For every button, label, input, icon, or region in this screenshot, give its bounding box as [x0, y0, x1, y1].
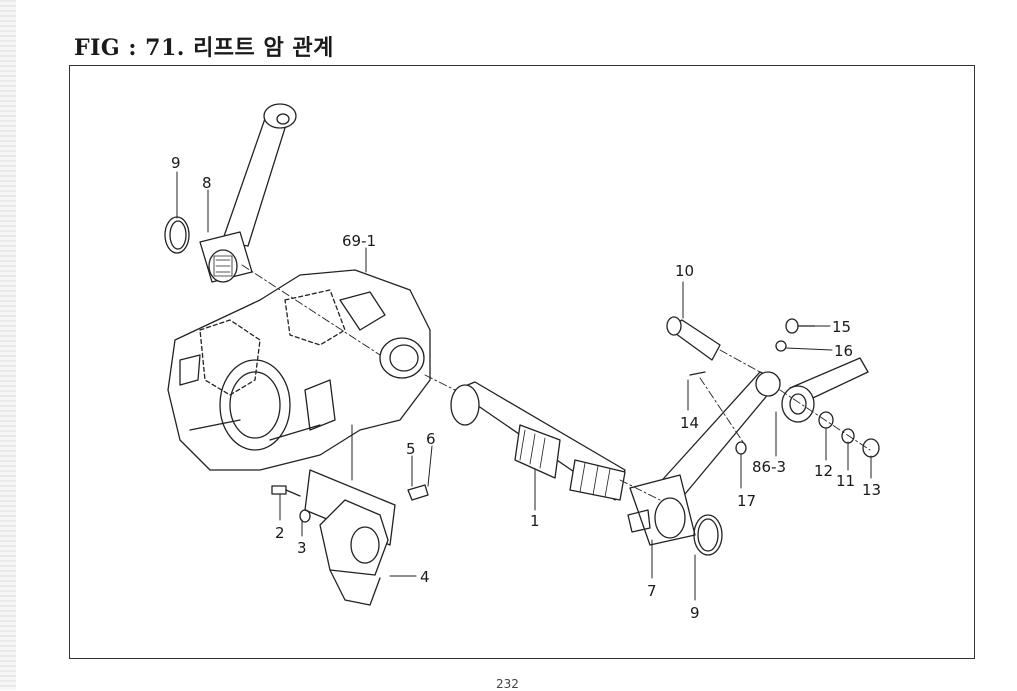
callout-15: 15 — [832, 318, 851, 336]
snap-ring-upper — [164, 216, 190, 254]
lift-housing — [167, 269, 431, 471]
part-17 — [735, 441, 747, 455]
bolt-15 — [785, 318, 816, 334]
pin-10 — [666, 316, 721, 361]
lift-shaft — [450, 381, 626, 501]
scan-edge — [0, 0, 16, 690]
nut-13 — [862, 438, 880, 458]
bolt-2 — [271, 485, 301, 497]
callout-10: 10 — [675, 262, 694, 280]
callout-5: 5 — [406, 440, 416, 458]
right-lift-arm — [627, 371, 781, 546]
callout-3: 3 — [297, 539, 307, 557]
snap-ring-lower — [693, 514, 723, 556]
callout-8: 8 — [202, 174, 212, 192]
nut-16 — [775, 340, 787, 352]
cotter-pin — [689, 371, 706, 376]
callout-7: 7 — [647, 582, 657, 600]
callout-2: 2 — [275, 524, 285, 542]
figure-title: FIG : 71. 리프트 암 관계 — [74, 35, 334, 61]
callout-9-lower: 9 — [690, 604, 700, 622]
callout-69-1: 69-1 — [342, 232, 376, 250]
mount-plate — [304, 469, 396, 546]
callout-12: 12 — [814, 462, 833, 480]
page-number: 232 — [496, 677, 519, 691]
callout-6: 6 — [426, 430, 436, 448]
washer-11 — [841, 428, 855, 444]
callout-86-3: 86-3 — [752, 458, 786, 476]
callout-17: 17 — [737, 492, 756, 510]
callout-9-upper: 9 — [171, 154, 181, 172]
callout-11: 11 — [836, 472, 855, 490]
callout-1: 1 — [530, 512, 540, 530]
washer-12 — [818, 411, 834, 429]
callout-13: 13 — [862, 481, 881, 499]
cylinder-arm — [319, 499, 389, 606]
fitting-5 — [407, 484, 429, 501]
upper-lift-arm — [199, 103, 297, 283]
callout-4: 4 — [420, 568, 430, 586]
callout-14: 14 — [680, 414, 699, 432]
callout-16: 16 — [834, 342, 853, 360]
rod-86-3 — [781, 357, 869, 423]
diagram-frame — [69, 65, 975, 659]
